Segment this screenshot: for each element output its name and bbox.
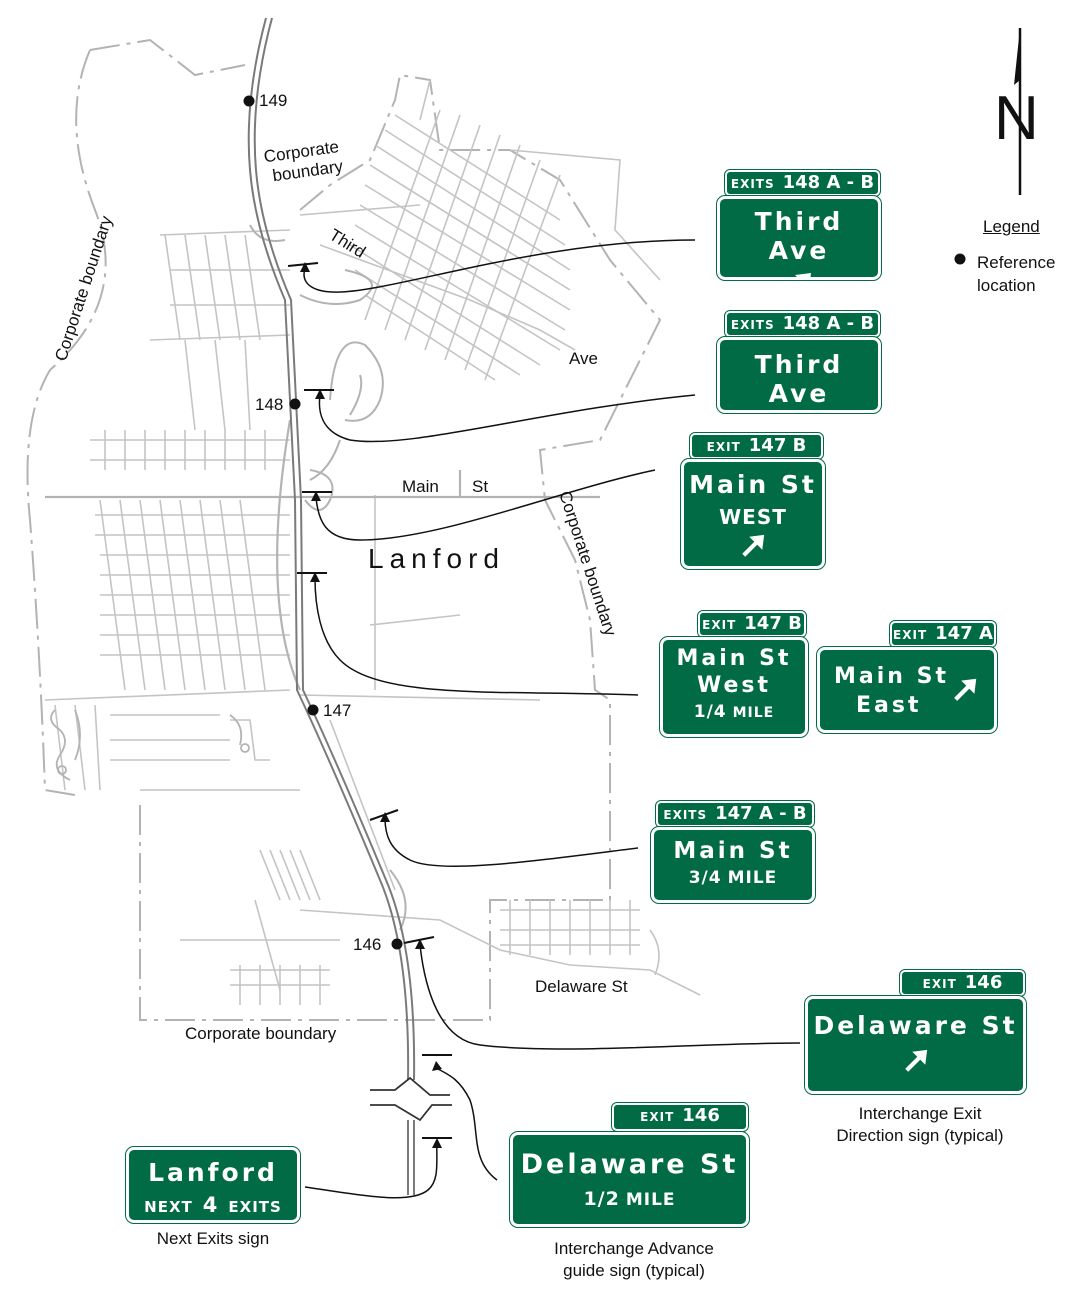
sign2-exit-tab: EXITS 148 A - B — [724, 310, 881, 338]
sign8-tab-small: EXIT — [640, 1110, 675, 1124]
sign4-tab-big: 147 B — [744, 613, 802, 634]
sign4-line2: MILE — [732, 705, 775, 721]
corporate-boundary-lines — [26, 38, 662, 1021]
sign5-tab-big: 147 A — [935, 623, 993, 644]
sign7-tab-big: 146 — [964, 972, 1003, 993]
label-city-name: Lanford — [368, 543, 505, 574]
legend-item-1: Reference — [977, 253, 1056, 272]
sign1-line1: Third Ave — [754, 207, 844, 265]
sign9-next-exits: Lanford NEXT 4 EXITS — [125, 1146, 301, 1224]
sign5-line1: Main St — [834, 664, 949, 689]
sign6-fraction: 3/4 — [688, 868, 722, 888]
sign9-num: 4 — [202, 1193, 219, 1217]
label-ave: Ave — [569, 349, 598, 368]
sign8-exit-tab: EXIT 146 — [611, 1102, 749, 1132]
sign9-exits: EXITS — [228, 1198, 282, 1216]
label-main: Main — [402, 477, 439, 496]
sign2-third-ave-advance: Third Ave 1/2 MILE — [716, 336, 882, 434]
sign4-line1: Main St — [676, 646, 792, 671]
sign4-tab-small: EXIT — [702, 618, 737, 632]
sign4-line1b: West — [696, 673, 771, 698]
caption-next-exits: Next Exits sign — [156, 1229, 270, 1248]
caption-advance-2: guide sign (typical) — [563, 1261, 705, 1280]
sign7-exit-tab: EXIT 146 — [899, 969, 1026, 997]
caption-advance-1: Interchange Advance — [554, 1239, 714, 1258]
freeway-break-symbol — [370, 1076, 452, 1122]
label-delaware-st: Delaware St — [535, 977, 628, 996]
legend-item-2: location — [977, 276, 1036, 295]
sign2-tab-big: 148 A - B — [782, 313, 875, 334]
sign6-line2: MILE — [727, 868, 778, 888]
sign6-line1: Main St — [673, 838, 793, 864]
sign8-line1: Delaware St — [520, 1149, 739, 1180]
sign3-tab-big: 147 B — [748, 435, 807, 456]
freeway — [247, 17, 416, 1195]
sign4-exit-tab: EXIT 147 B — [697, 610, 807, 638]
leader-arrowheads — [300, 262, 442, 1148]
sign3-main-st-west-exit-direction: Main St WEST — [680, 458, 826, 570]
sign8-fraction: 1/2 — [583, 1188, 620, 1210]
sign9-next: NEXT — [144, 1198, 193, 1216]
up-right-arrow-icon — [954, 678, 977, 701]
legend-item: Reference location — [977, 251, 1055, 297]
up-right-arrow-icon — [787, 273, 811, 297]
up-right-arrow-icon — [742, 534, 765, 557]
sign7-tab-small: EXIT — [922, 977, 957, 991]
label-corporate-boundary-bottom: Corporate boundary — [185, 1024, 337, 1043]
west-cul-de-sacs — [50, 709, 250, 781]
sign4-fraction: 1/4 — [693, 702, 727, 722]
sign8-tab-big: 146 — [682, 1105, 720, 1126]
sign5-tab-small: EXIT — [893, 628, 928, 642]
ref-146: 146 — [353, 935, 382, 954]
sign6-tab-big: 147 A - B — [715, 803, 807, 824]
sign4-main-st-west-advance: Main St West 1/4 MILE — [659, 636, 809, 738]
sign2-fraction: 1/2 — [758, 414, 792, 434]
leader-lines — [303, 239, 801, 1199]
reference-dots — [243, 95, 966, 950]
sign1-tab-small: EXITS — [730, 177, 775, 191]
caption-exit-direction: Interchange Exit Direction sign (typical… — [800, 1103, 1040, 1147]
streets-west — [44, 229, 300, 791]
sign2-line2: MILE — [797, 417, 840, 433]
up-right-arrow-icon — [904, 1049, 927, 1072]
caption-exit-direction-2: Direction sign (typical) — [836, 1126, 1004, 1145]
sign1-exit-tab: EXITS 148 A - B — [724, 169, 881, 197]
ref-149: 149 — [259, 91, 288, 110]
ref-147: 147 — [323, 701, 352, 720]
north-arrow-icon — [1014, 28, 1022, 195]
sign7-line1: Delaware St — [813, 1011, 1018, 1040]
label-st: St — [472, 477, 489, 496]
sign2-line1: Third Ave — [754, 350, 844, 408]
sign1-third-ave-exit-direction: Third Ave — [716, 195, 882, 297]
sign7-delaware-st-exit-direction: Delaware St — [804, 995, 1027, 1095]
sign6-tab-small: EXITS — [663, 808, 708, 822]
streets-south — [180, 495, 701, 1005]
sign6-exit-tab: EXITS 147 A - B — [655, 800, 815, 828]
sign3-exit-tab: EXIT 147 B — [689, 432, 824, 460]
streets-northeast — [299, 79, 661, 381]
main-street — [45, 419, 600, 691]
sign2-tab-small: EXITS — [730, 318, 775, 332]
sign5-exit-tab: EXIT 147 A — [889, 620, 997, 648]
sign8-line2: MILE — [625, 1190, 676, 1210]
ref-148: 148 — [255, 395, 284, 414]
sign5-line1b: East — [856, 693, 922, 718]
caption-exit-direction-1: Interchange Exit — [858, 1104, 982, 1123]
sign3-line1: Main St — [689, 470, 817, 499]
caption-advance: Interchange Advance guide sign (typical) — [514, 1238, 754, 1282]
interchange-ramps — [249, 224, 407, 931]
sign-markers — [287, 262, 452, 1139]
sign3-tab-small: EXIT — [706, 440, 741, 454]
sign3-line2: WEST — [719, 505, 787, 529]
sign5-main-st-east-exit-direction: Main St East — [816, 646, 998, 734]
north-letter: N — [994, 84, 1039, 153]
sign1-tab-big: 148 A - B — [782, 172, 875, 193]
legend-title: Legend — [983, 217, 1040, 236]
sign9-line1: Lanford — [148, 1158, 278, 1187]
